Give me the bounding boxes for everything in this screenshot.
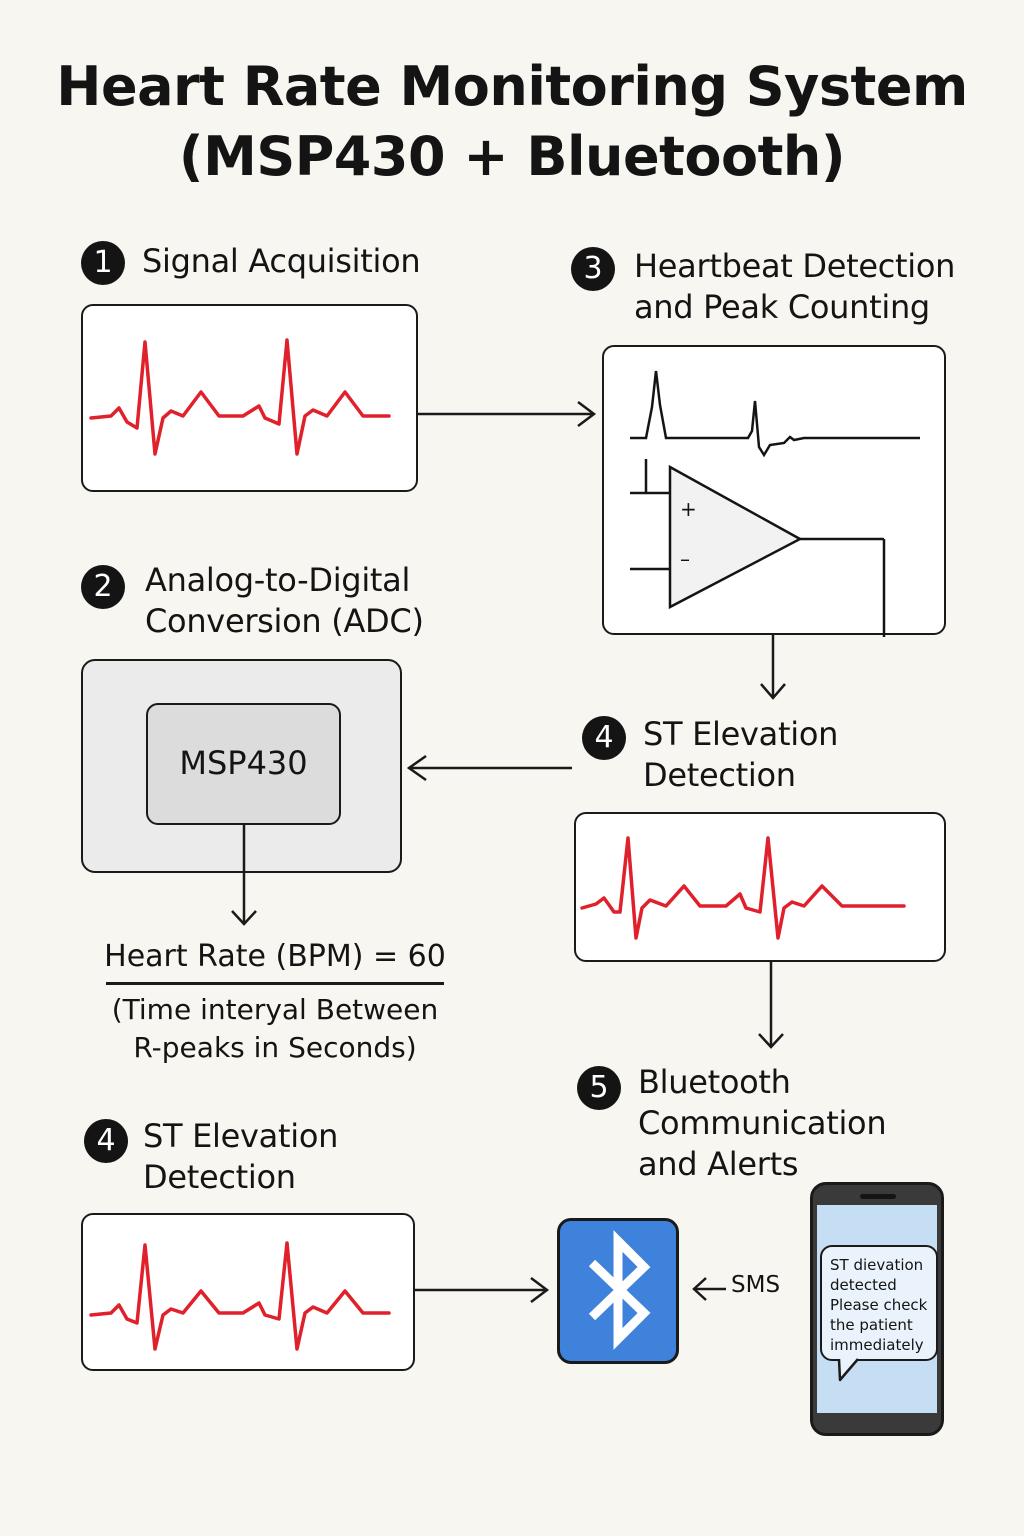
formula-denominator-line-2: R-peaks in Seconds) — [133, 1030, 417, 1064]
arrow-st-to-bluetooth-icon — [758, 962, 784, 1049]
step-2-badge: 2 — [81, 565, 125, 609]
phone-speaker — [860, 1194, 896, 1199]
arrow-mcu-to-formula-icon — [231, 825, 257, 926]
bluetooth-module — [557, 1218, 679, 1364]
formula-numerator: Heart Rate (BPM) = 60 — [104, 939, 446, 974]
step-3-label-line-1: Heartbeat Detection — [634, 247, 956, 285]
alert-line-4: the patient — [830, 1316, 913, 1334]
heart-rate-formula: Heart Rate (BPM) = 60 (Time interyal Bet… — [96, 936, 454, 1067]
arrow-ecg-to-bluetooth-icon — [415, 1277, 550, 1303]
alert-message-bubble: ST dievation detected Please check the p… — [820, 1245, 938, 1361]
step-4-right-badge: 4 — [582, 716, 626, 760]
step-5-label-line-2: Communication — [638, 1104, 887, 1142]
comparator-circuit-icon — [630, 370, 920, 637]
step-4-left-badge: 4 — [84, 1119, 128, 1163]
arrow-signal-to-heartbeat-icon — [418, 401, 597, 427]
arrow-heartbeat-to-st-icon — [760, 635, 786, 700]
smartphone: ST dievation detected Please check the p… — [810, 1182, 944, 1436]
bubble-tail-icon — [837, 1358, 859, 1382]
arrow-st-to-adc-icon — [406, 754, 572, 782]
step-4-right-label-line-2: Detection — [643, 756, 796, 794]
st-elevation-left-ecg-panel — [81, 1213, 415, 1371]
step-2-label-line-1: Analog-to-Digital — [145, 561, 411, 599]
comparator-minus-label: – — [680, 547, 690, 571]
alert-line-2: detected — [830, 1276, 897, 1294]
step-1-label: Signal Acquisition — [142, 242, 421, 280]
alert-line-5: immediately — [830, 1336, 924, 1354]
step-5-label: Bluetooth Communication and Alerts — [638, 1062, 887, 1185]
step-4-right-label-line-1: ST Elevation — [643, 715, 839, 753]
st-left-ecg-trace-icon — [89, 1241, 391, 1351]
step-4-left-label-line-1: ST Elevation — [143, 1117, 339, 1155]
formula-denominator: (Time interyal Between R-peaks in Second… — [96, 991, 454, 1067]
bluetooth-icon — [588, 1230, 651, 1350]
step-5-label-line-3: and Alerts — [638, 1145, 799, 1183]
signal-ecg-trace-icon — [89, 338, 391, 456]
step-2-label-line-2: Conversion (ADC) — [145, 602, 424, 640]
sms-arrow-icon — [692, 1277, 726, 1301]
step-3-label: Heartbeat Detection and Peak Counting — [634, 246, 955, 328]
step-2-label: Analog-to-Digital Conversion (ADC) — [145, 560, 424, 642]
step-5-badge: 5 — [577, 1066, 621, 1110]
step-4-left-label: ST Elevation Detection — [143, 1116, 338, 1198]
step-5-label-line-1: Bluetooth — [638, 1063, 791, 1101]
alert-line-1: ST dievation — [830, 1256, 924, 1274]
st-right-ecg-trace-icon — [580, 836, 906, 940]
msp430-chip: MSP430 — [146, 703, 341, 825]
step-3-label-line-2: and Peak Counting — [634, 288, 930, 326]
step-4-left-label-line-2: Detection — [143, 1158, 296, 1196]
sms-label: SMS — [731, 1272, 781, 1298]
signal-acquisition-ecg-panel — [81, 304, 418, 492]
comparator-plus-label: + — [680, 497, 697, 521]
title-line-1: Heart Rate Monitoring System — [56, 55, 968, 118]
adc-panel — [81, 659, 402, 873]
step-3-badge: 3 — [571, 247, 615, 291]
step-1-badge: 1 — [81, 241, 125, 285]
step-4-right-label: ST Elevation Detection — [643, 714, 838, 796]
heartbeat-detection-panel: + – — [602, 345, 946, 637]
alert-line-3: Please check — [830, 1296, 928, 1314]
formula-fraction-bar — [106, 982, 444, 985]
title-line-2: (MSP430 + Bluetooth) — [178, 125, 846, 188]
st-elevation-right-ecg-panel — [574, 812, 946, 962]
formula-denominator-line-1: (Time interyal Between — [111, 992, 439, 1026]
page-title: Heart Rate Monitoring System (MSP430 + B… — [0, 52, 1024, 192]
